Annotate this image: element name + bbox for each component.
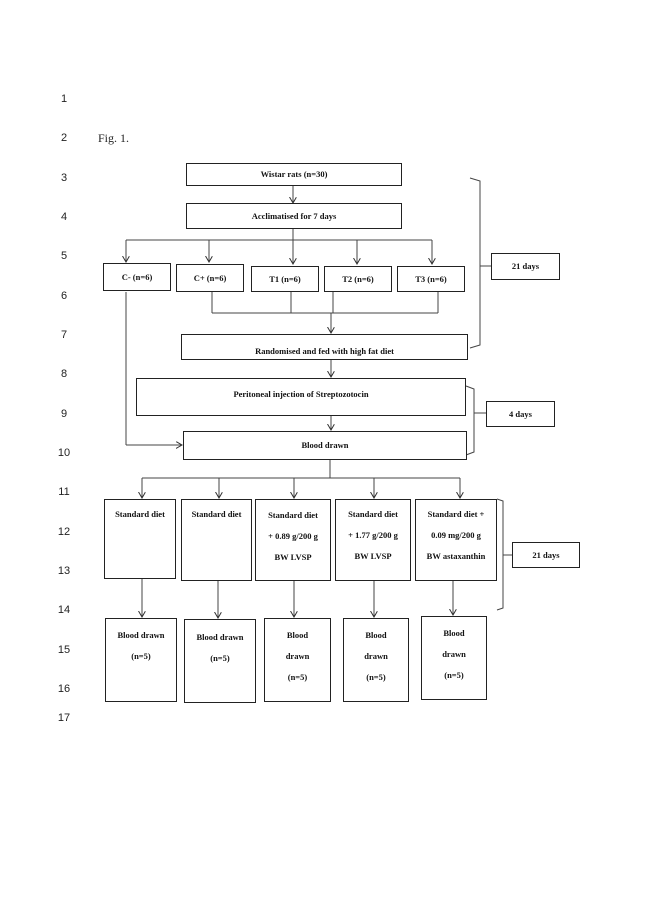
- diet-box-4-line: Standard diet: [348, 509, 398, 519]
- line-number: 13: [57, 565, 71, 577]
- final-blood-box-3: Blood drawn (n=5): [264, 618, 331, 702]
- line-number: 17: [57, 712, 71, 724]
- wistar-rats-box: Wistar rats (n=30): [186, 163, 402, 186]
- final-blood-line: Blood: [443, 628, 465, 638]
- final-blood-line: Blood: [286, 630, 309, 640]
- line-number: 1: [60, 93, 68, 105]
- group-t1-box: T1 (n=6): [251, 266, 319, 292]
- diet-box-3: Standard diet + 0.89 g/200 g BW LVSP: [255, 499, 331, 581]
- duration-21-days-box: 21 days: [491, 253, 560, 280]
- diet-box-3-line: BW LVSP: [274, 552, 312, 563]
- final-blood-line: Blood: [365, 630, 387, 640]
- diet-box-1: Standard diet: [104, 499, 176, 579]
- line-number: 9: [60, 408, 68, 420]
- group-c-minus-box: C- (n=6): [103, 263, 171, 291]
- line-number: 12: [57, 526, 71, 538]
- final-blood-box-4: Blood drawn (n=5): [343, 618, 409, 702]
- diet-box-4-line: BW LVSP: [354, 551, 392, 562]
- line-number: 15: [57, 644, 71, 656]
- randomised-box: Randomised and fed with high fat diet: [181, 334, 468, 360]
- diet-box-5-line: BW astaxanthin: [426, 551, 486, 562]
- duration-21-days-box-2: 21 days: [512, 542, 580, 568]
- group-t3-box: T3 (n=6): [397, 266, 465, 292]
- line-number: 8: [60, 368, 68, 380]
- diet-box-4-line: + 1.77 g/200 g: [348, 530, 398, 541]
- figure-label: Fig. 1.: [98, 131, 130, 145]
- acclimatised-box: Acclimatised for 7 days: [186, 203, 402, 229]
- line-number: 2: [60, 132, 68, 144]
- line-number: 16: [57, 683, 71, 695]
- final-blood-box-1: Blood drawn (n=5): [105, 618, 177, 702]
- line-number: 3: [60, 172, 68, 184]
- duration-4-days-box: 4 days: [486, 401, 555, 427]
- final-blood-line: drawn: [364, 651, 388, 662]
- final-blood-line: (n=5): [287, 672, 308, 683]
- line-number: 14: [57, 604, 71, 616]
- diet-box-3-line: + 0.89 g/200 g: [268, 531, 318, 542]
- diet-box-2: Standard diet: [181, 499, 252, 581]
- line-number: 6: [60, 290, 68, 302]
- final-blood-line: drawn: [442, 649, 466, 660]
- final-blood-box-5: Blood drawn (n=5): [421, 616, 487, 700]
- line-number: 11: [58, 486, 70, 498]
- group-t2-box: T2 (n=6): [324, 266, 392, 292]
- final-blood-line: (n=5): [131, 651, 151, 662]
- diet-box-3-line: Standard diet: [268, 510, 318, 520]
- line-number: 5: [60, 250, 68, 262]
- final-blood-line: drawn: [285, 651, 310, 662]
- blood-drawn-box: Blood drawn: [183, 431, 467, 460]
- final-blood-line: (n=5): [444, 670, 464, 681]
- final-blood-box-2: Blood drawn (n=5): [184, 619, 256, 703]
- line-number: 10: [57, 447, 71, 459]
- final-blood-line: (n=5): [366, 672, 386, 683]
- group-c-plus-box: C+ (n=6): [176, 264, 244, 292]
- diet-box-5-line: Standard diet +: [427, 509, 485, 519]
- final-blood-line: Blood drawn: [117, 630, 165, 640]
- final-blood-line: Blood drawn: [196, 632, 244, 642]
- diet-box-5: Standard diet + 0.09 mg/200 g BW astaxan…: [415, 499, 497, 581]
- injection-box: Peritoneal injection of Streptozotocin: [136, 378, 466, 416]
- line-number: 7: [60, 329, 68, 341]
- final-blood-line: (n=5): [210, 653, 230, 664]
- line-number: 4: [60, 211, 68, 223]
- diet-box-4: Standard diet + 1.77 g/200 g BW LVSP: [335, 499, 411, 581]
- diet-box-5-line: 0.09 mg/200 g: [431, 530, 481, 541]
